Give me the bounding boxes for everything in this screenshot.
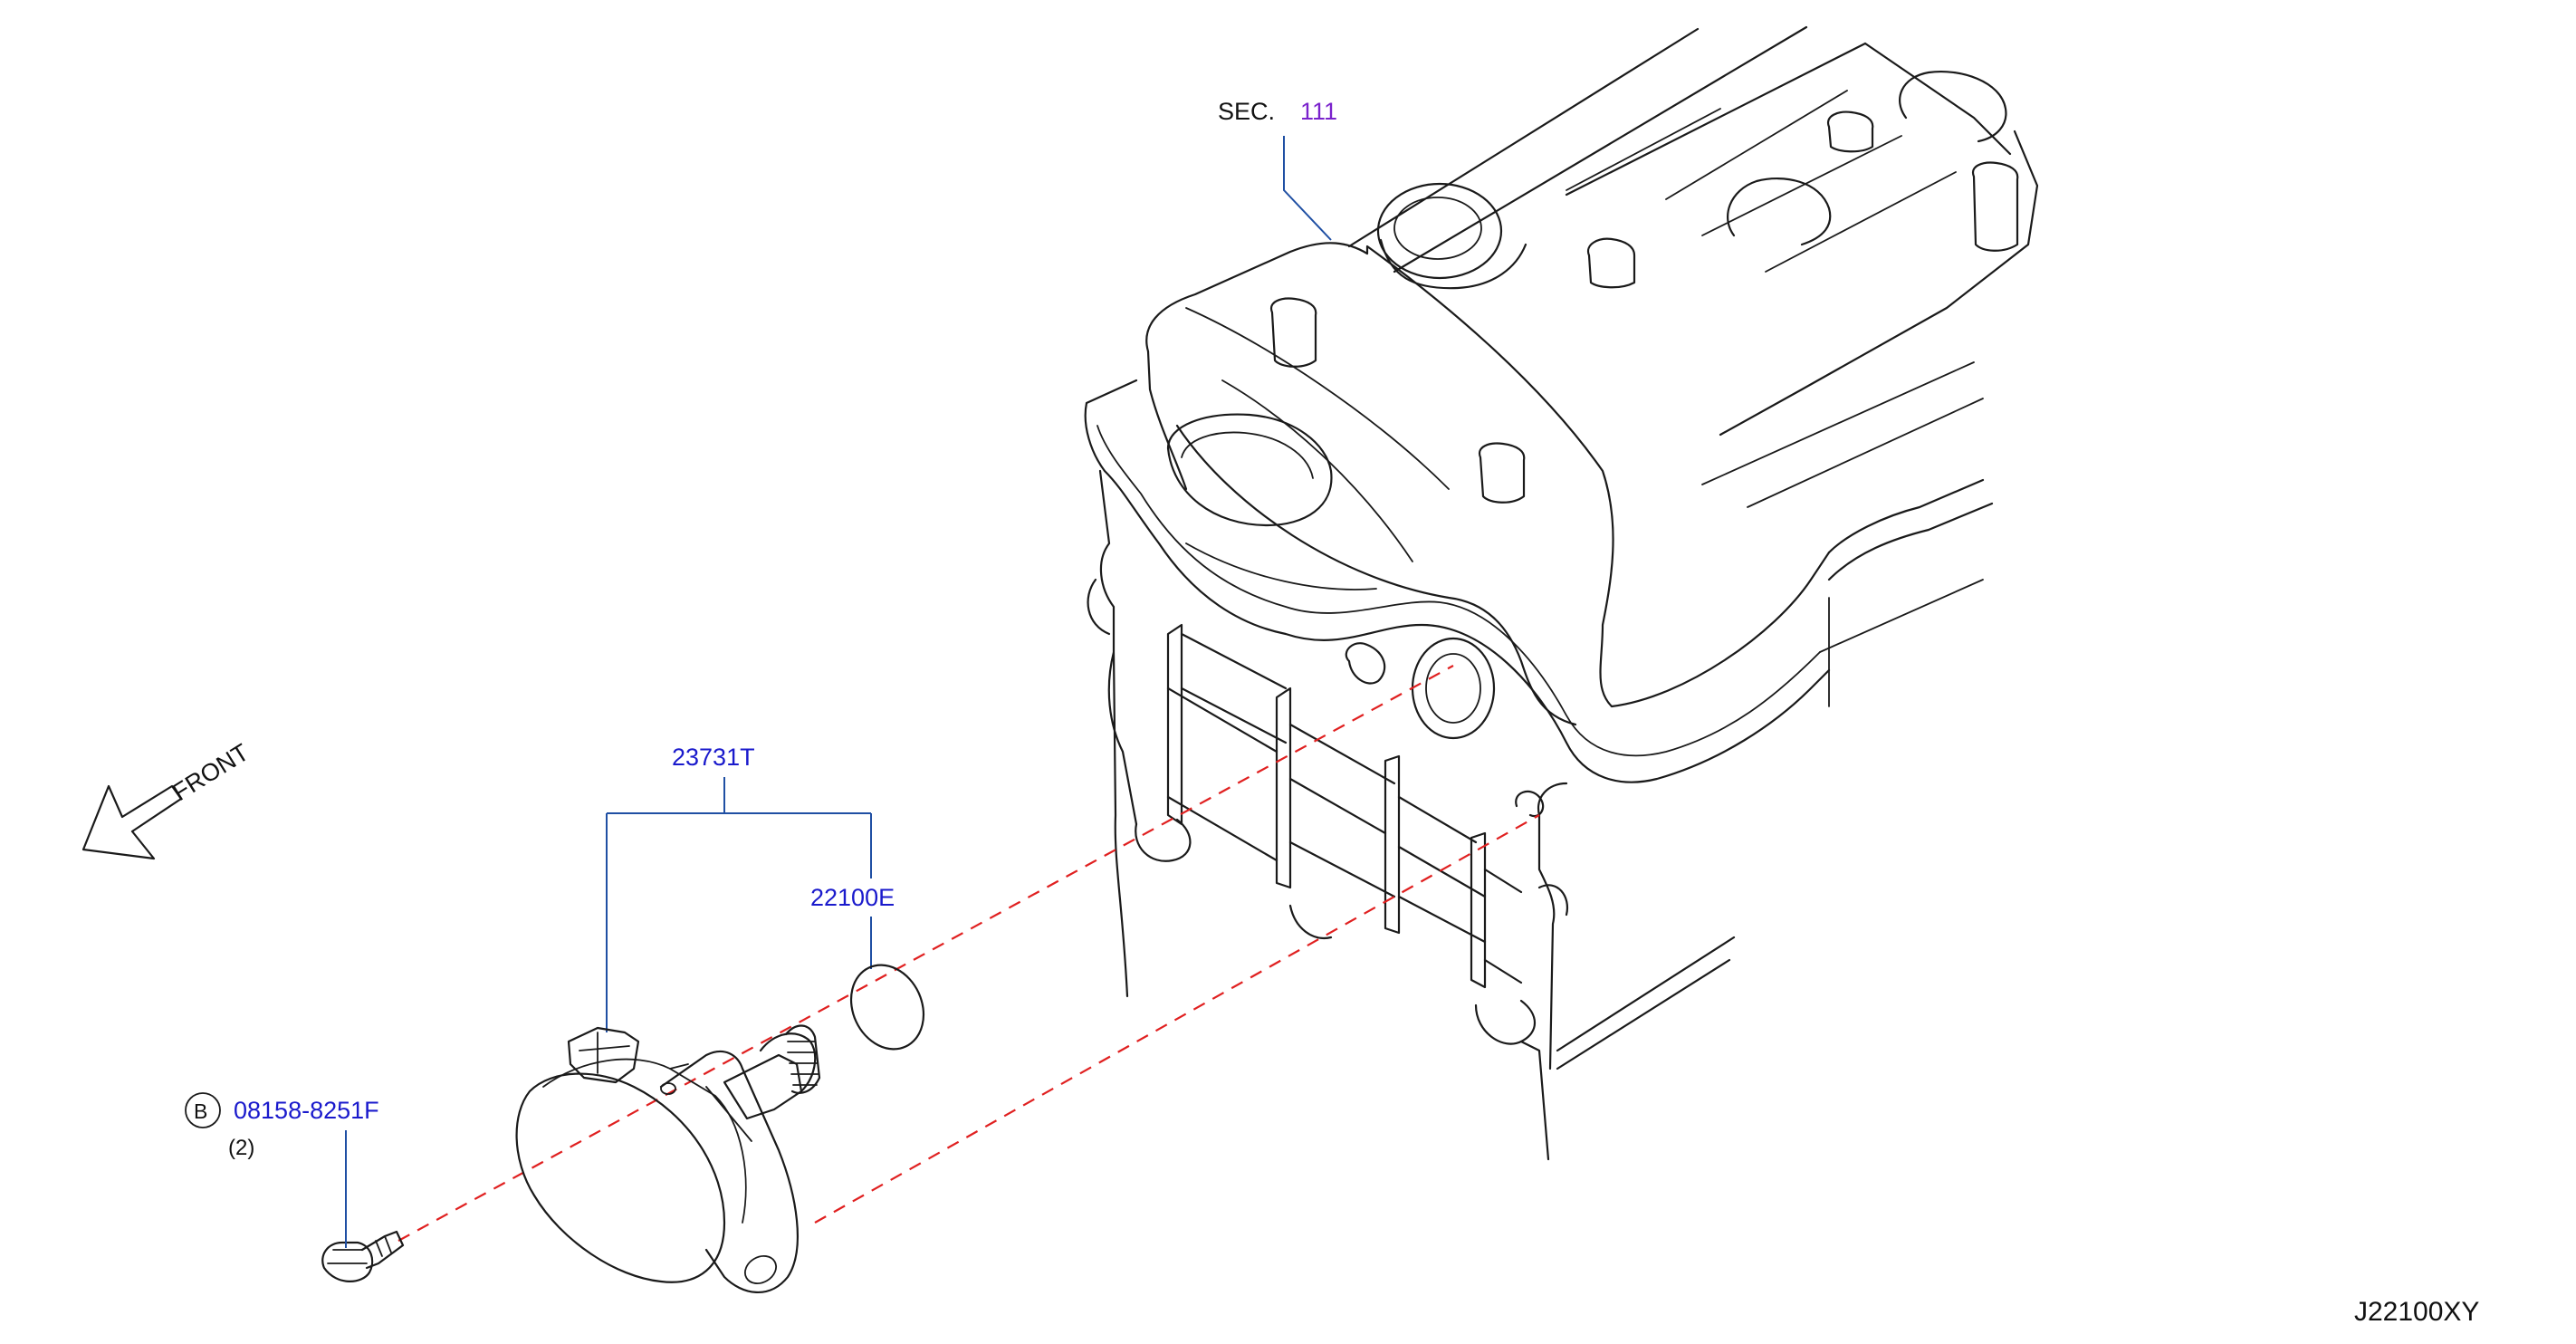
sensor-leader-line <box>606 777 872 1032</box>
bolt-quantity-label: (2) <box>228 1136 254 1160</box>
front-label: FRONT <box>168 738 254 806</box>
sensor-assembly-callout: 23731T 22100E <box>606 744 895 1032</box>
sec-leader-line <box>1283 136 1332 241</box>
front-arrow-icon <box>81 784 183 860</box>
o-ring-seal <box>849 964 925 1051</box>
alignment-line-lower <box>814 814 1540 1224</box>
front-direction-indicator: FRONT <box>81 738 254 860</box>
engine-cylinder-head-drawing <box>1084 25 2039 1161</box>
bolt-circle-letter: B <box>194 1099 207 1123</box>
bolt-circle-marker <box>185 1092 221 1128</box>
sensor-part-number-link[interactable]: 23731T <box>672 744 755 771</box>
bolt-callout: B 08158-8251F (2) <box>185 1092 379 1248</box>
sec-prefix-label: SEC. <box>1218 98 1275 125</box>
mounting-bolt <box>321 1230 405 1282</box>
sec-number-link[interactable]: 111 <box>1300 98 1337 125</box>
diagram-code-label: J22100XY <box>2354 1297 2479 1327</box>
seal-part-number-link[interactable]: 22100E <box>810 884 895 911</box>
bolt-part-number-link[interactable]: 08158-8251F <box>234 1097 379 1124</box>
camshaft-sensor-drawing <box>515 1024 821 1293</box>
section-reference-callout: SEC. 111 <box>1218 98 1337 241</box>
alignment-line-upper <box>397 665 1454 1242</box>
